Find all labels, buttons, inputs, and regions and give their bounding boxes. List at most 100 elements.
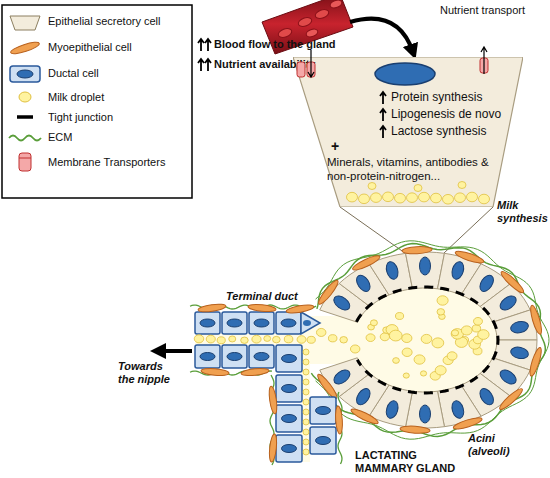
milk-droplet <box>370 320 377 326</box>
milk-droplet <box>402 348 412 357</box>
ductal-cell <box>195 345 220 368</box>
milk-droplet <box>437 296 448 305</box>
milk-droplet <box>366 334 375 342</box>
increase-arrows <box>198 39 211 51</box>
cell-nucleus <box>450 260 466 280</box>
milk-droplet <box>194 335 203 343</box>
ductal-cell <box>276 345 302 372</box>
flow-arrow <box>158 349 192 353</box>
cell-nucleus <box>420 405 431 423</box>
cell-process-text: Protein synthesis <box>391 90 521 104</box>
ecm-fibre <box>311 244 545 437</box>
milk-droplet-symbol <box>19 92 31 102</box>
ductal-nucleus <box>282 355 297 363</box>
myoepithelial-cell <box>286 303 315 314</box>
ductal-cell <box>195 312 220 334</box>
cell-outline-shape <box>293 57 523 207</box>
transporter-symbol-line <box>19 158 31 159</box>
milk-droplet <box>303 439 309 445</box>
legend-label: Milk droplet <box>48 91 190 104</box>
milk-droplet <box>451 330 458 336</box>
milk-droplet <box>303 359 309 365</box>
ductal-nucleus <box>282 415 297 423</box>
milk-droplet <box>393 358 400 364</box>
milk-droplet <box>307 336 315 343</box>
cell-nucleus <box>384 260 400 280</box>
cell-nucleus <box>354 273 373 294</box>
legend-label: Membrane Transporters <box>48 156 190 169</box>
myoepithelial-cell <box>351 253 381 272</box>
myoepithelial-cell <box>528 346 544 377</box>
legend-label: Epithelial secretory cell <box>48 15 190 28</box>
cell-nucleus <box>384 399 400 419</box>
myoepithelial-cell <box>315 372 339 400</box>
ecm-fibre <box>316 241 549 439</box>
milk-droplet <box>303 429 309 435</box>
milk-droplet <box>447 352 457 360</box>
red-blood-cell <box>314 8 330 20</box>
myoepithelial-cell <box>268 386 278 415</box>
cell-nucleus <box>498 293 519 313</box>
duct-lumen <box>302 334 310 462</box>
text-label: LACTATING MAMMARY GLAND <box>355 449 465 474</box>
zoom-line <box>340 207 405 253</box>
secretory-cell <box>493 310 537 340</box>
milk-droplet <box>303 449 309 455</box>
cell-nucleus <box>331 293 352 313</box>
supply-arrow <box>350 19 413 52</box>
cell-nucleus <box>331 367 352 387</box>
milk-droplet <box>284 335 293 342</box>
milk-droplet <box>478 330 489 340</box>
cell-process-text: Minerals, vitamins, antibodies & non-pro… <box>327 156 509 184</box>
ductal-cell <box>276 405 302 432</box>
cell-nucleus <box>420 257 431 275</box>
cell-nucleus <box>477 386 496 407</box>
ductal-nucleus <box>200 353 215 361</box>
milk-droplet <box>303 409 309 415</box>
myoepithelial-cell <box>452 416 483 432</box>
red-blood-cell <box>277 27 293 39</box>
milk-droplet <box>303 419 309 425</box>
ductal-cell <box>310 397 336 424</box>
milk-droplet <box>229 336 236 342</box>
myoepithelial-cell <box>198 303 227 313</box>
milk-droplet <box>435 366 446 375</box>
milk-droplet <box>350 345 359 353</box>
myoepithelial-cell <box>400 425 430 434</box>
red-blood-cell <box>297 16 313 28</box>
terminal-duct <box>190 303 360 465</box>
text-label: Milk synthesis <box>497 199 549 224</box>
transporter-symbol <box>19 153 31 171</box>
milk-droplet <box>303 399 309 405</box>
red-blood-cell <box>305 28 319 39</box>
text-label: Blood flow to the gland <box>214 38 364 51</box>
milk-droplet <box>264 336 271 342</box>
ductal-nucleus <box>227 353 242 361</box>
legend-label: Ductal cell <box>48 67 190 80</box>
red-blood-cell <box>329 0 343 9</box>
ductal-nucleus <box>282 385 297 393</box>
milk-droplet <box>432 338 444 348</box>
ductal-cell <box>276 312 301 334</box>
cell-nucleus <box>477 273 496 294</box>
myoepithelial-cell <box>350 407 380 427</box>
cell-nucleus <box>354 386 373 407</box>
alveolar-lumen <box>353 288 497 392</box>
text-label: Nutrient availability <box>214 58 364 71</box>
increase-arrows <box>198 59 211 71</box>
ductal-cell <box>222 345 247 368</box>
milk-droplet <box>395 313 403 320</box>
cell-nucleus <box>510 320 530 335</box>
alveolus <box>300 241 549 439</box>
milk-droplet <box>206 335 215 343</box>
text-label: Nutrient transport <box>440 4 550 17</box>
tight-junction <box>356 287 498 393</box>
secretory-cell-symbol <box>10 16 40 30</box>
myoepithelial-symbol <box>10 40 41 56</box>
milk-droplet <box>421 334 432 343</box>
milk-droplet <box>461 326 472 335</box>
cell-process-text: Lipogenesis de novo <box>391 107 521 121</box>
milk-droplet <box>420 371 426 376</box>
legend-label: Tight junction <box>48 111 190 124</box>
